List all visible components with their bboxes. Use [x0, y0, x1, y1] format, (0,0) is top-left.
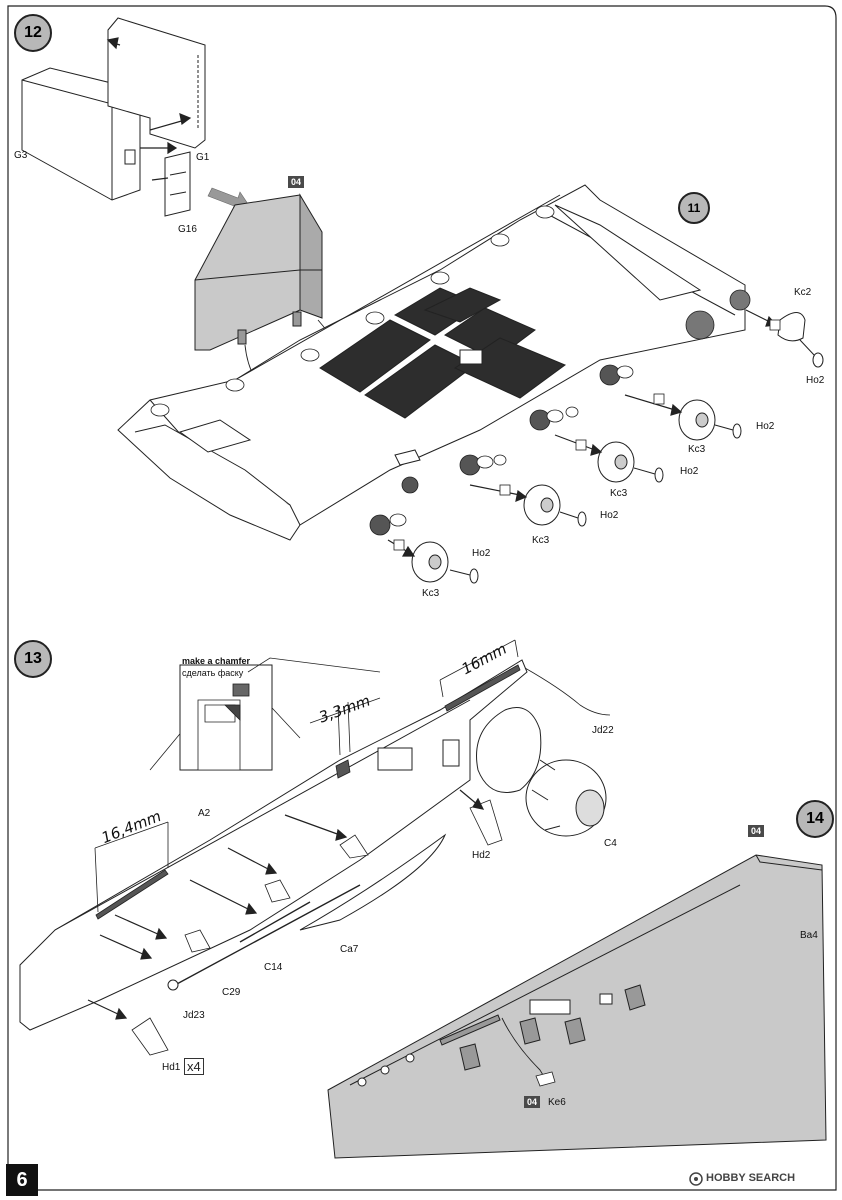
paint-badge-14: 04 — [748, 825, 765, 837]
label-c14: C14 — [264, 962, 283, 973]
label-ho2-2: Ho2 — [756, 421, 775, 432]
label-ke6: Ke6 — [548, 1097, 566, 1108]
label-hd1: Hd1 — [162, 1062, 181, 1073]
part-ba4 — [327, 854, 827, 1159]
subassembly-11-marker: 11 — [678, 192, 710, 224]
label-ho2-4: Ho2 — [600, 510, 619, 521]
label-a2: A2 — [198, 808, 211, 819]
label-c29: C29 — [222, 987, 241, 998]
chamfer-text-en: make a chamfer — [182, 656, 251, 666]
label-ca7: Ca7 — [340, 944, 359, 955]
label-jd23: Jd23 — [183, 1010, 205, 1021]
label-kc3-3: Kc3 — [532, 535, 550, 546]
paint-badge: 04 — [288, 176, 305, 188]
label-kc2: Kc2 — [794, 287, 812, 298]
chamfer-note-en: make a chamfer — [182, 656, 250, 666]
label-kc3-4: Kc3 — [422, 588, 440, 599]
label-kc3-1: Kc3 — [688, 444, 706, 455]
label-g16: G16 — [178, 224, 197, 235]
label-hd2: Hd2 — [472, 850, 491, 861]
part-g16 — [164, 151, 191, 217]
hull-assembly — [117, 184, 746, 541]
label-ho2-5: Ho2 — [472, 548, 491, 559]
page-number: 6 — [6, 1164, 38, 1196]
step-14-marker: 14 — [796, 800, 834, 838]
chamfer-note-ru: сделать фаску — [182, 668, 244, 678]
watermark: HOBBY SEARCH — [706, 1172, 796, 1184]
part-grey-box — [194, 193, 323, 351]
part-c4 — [476, 707, 607, 837]
quantity-x4: x4 — [184, 1058, 204, 1075]
label-g3: G3 — [14, 150, 28, 161]
step-12-marker: 12 — [14, 14, 52, 52]
kc3-hubs — [411, 312, 806, 583]
label-c4: C4 — [604, 838, 617, 849]
label-g1: G1 — [196, 152, 210, 163]
label-ba4: Ba4 — [800, 930, 818, 941]
label-ho2-1: Ho2 — [806, 375, 825, 386]
label-ho2-3: Ho2 — [680, 466, 699, 477]
step-13-marker: 13 — [14, 640, 52, 678]
label-kc3-2: Kc3 — [610, 488, 628, 499]
paint-badge-ke6: 04 — [524, 1096, 541, 1108]
part-a2 — [19, 659, 528, 1031]
label-jd22: Jd22 — [592, 725, 614, 736]
